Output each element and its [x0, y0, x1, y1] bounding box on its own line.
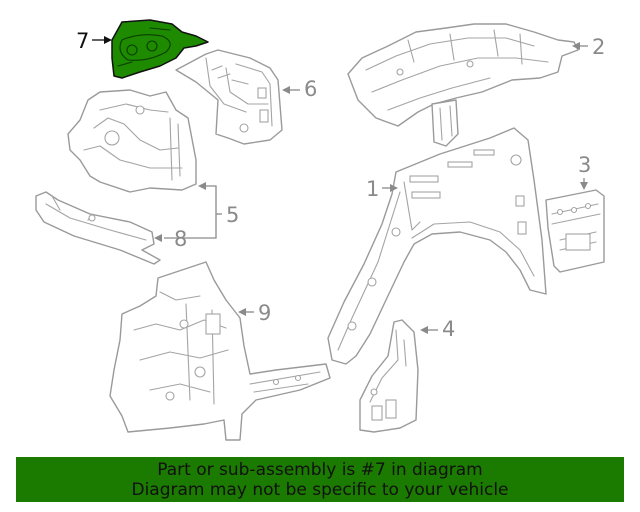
part-1[interactable] — [327, 127, 547, 365]
callout-2: 2 — [572, 35, 605, 59]
part-4[interactable] — [359, 319, 419, 433]
callout-label-4: 4 — [442, 317, 455, 341]
callout-label-3: 3 — [578, 153, 591, 177]
callout-label-9: 9 — [258, 301, 271, 325]
callout-label-8: 8 — [174, 227, 187, 251]
part-3[interactable] — [545, 189, 605, 273]
part-5[interactable] — [67, 89, 197, 193]
callout-6: 6 — [282, 77, 317, 101]
callout-label-1: 1 — [366, 177, 379, 201]
callout-label-7: 7 — [76, 29, 89, 53]
callout-label-5: 5 — [226, 203, 239, 227]
part-2[interactable] — [347, 23, 579, 147]
callout-7: 7 — [76, 29, 112, 53]
callout-4: 4 — [420, 317, 455, 341]
callout-8: 8 — [154, 227, 187, 251]
callout-3: 3 — [578, 153, 591, 190]
callout-label-2: 2 — [592, 35, 605, 59]
callout-5: 5 — [164, 182, 239, 239]
callout-label-6: 6 — [304, 77, 317, 101]
part-7-highlighted[interactable] — [111, 19, 209, 79]
part-6[interactable] — [175, 49, 283, 145]
callout-9: 9 — [238, 301, 271, 325]
banner-line-part: Part or sub-assembly is #7 in diagram — [157, 460, 483, 480]
part-9[interactable] — [109, 261, 331, 441]
callout-1: 1 — [366, 177, 398, 201]
part-8[interactable] — [35, 191, 161, 265]
banner-line-disclaimer: Diagram may not be specific to your vehi… — [131, 480, 509, 500]
info-banner: Part or sub-assembly is #7 in diagram Di… — [16, 457, 624, 502]
